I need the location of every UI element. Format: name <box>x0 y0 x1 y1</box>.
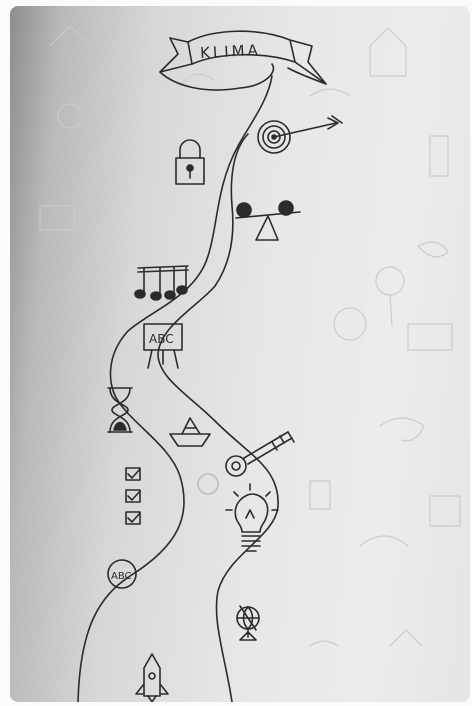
paper-boat-icon <box>170 418 210 446</box>
sketch-drawing: KLIMA <box>10 6 470 702</box>
globe-icon <box>237 606 259 640</box>
klima-banner <box>160 31 326 90</box>
checklist-icon <box>126 468 140 524</box>
rocket-icon <box>136 654 168 702</box>
hourglass-icon <box>108 388 132 432</box>
key-icon <box>198 432 294 494</box>
abc-board-icon <box>144 324 182 368</box>
abc-board-text: ABC <box>149 332 174 346</box>
balance-scale-icon <box>236 201 300 240</box>
padlock-icon <box>176 140 204 184</box>
target-icon <box>258 116 342 153</box>
background-doodles <box>40 26 460 646</box>
banner-title: KLIMA <box>200 41 262 62</box>
lightbulb-icon <box>226 484 278 551</box>
sketch-paper: KLIMA <box>10 6 470 702</box>
abc-circle-text: ABC <box>111 571 132 582</box>
